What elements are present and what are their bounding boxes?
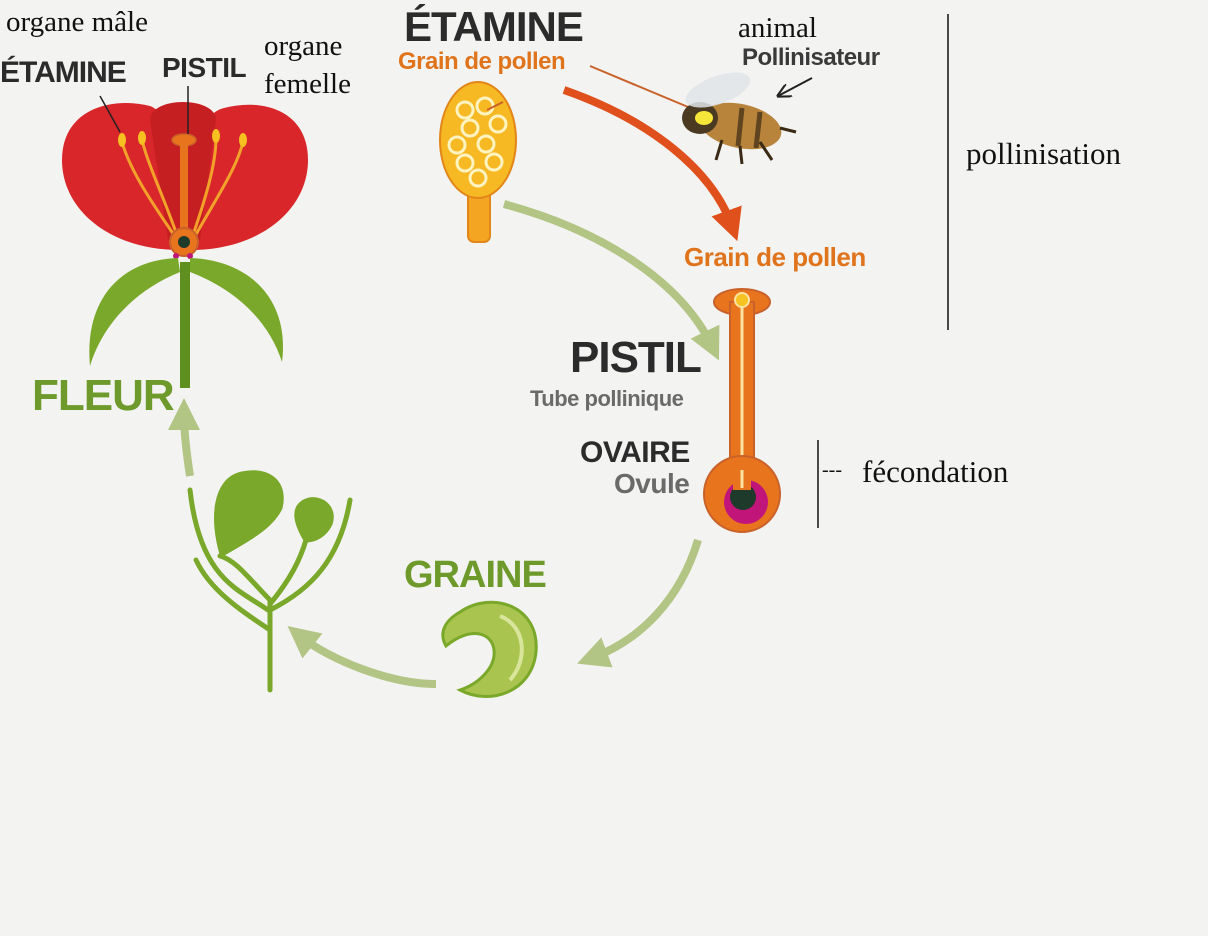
organe-male-label: organe mâle [6,6,148,38]
pollinisation-label: pollinisation [966,136,1121,171]
pistil-pollen-label: Grain de pollen [684,242,866,272]
pollen-leader-line [486,101,504,111]
pollinisateur-label: Pollinisateur [742,44,880,71]
cycle-arrow-icon [287,626,437,688]
fecondation-label: fécondation [862,454,1009,489]
seedling-icon [187,470,353,693]
organe-femelle-label-line2: femelle [264,68,351,100]
fecondation-dash: --- [822,459,842,481]
tube-pollinique-label: Tube pollinique [530,386,684,411]
bee-icon [682,72,797,165]
etamine-leader-line [99,95,121,133]
pistil-title: PISTIL [570,333,702,382]
organe-femelle-label-line1: organe [264,30,343,62]
stamen-icon [439,81,517,243]
cycle-arrow-icon [168,398,201,477]
ovaire-label: OVAIRE [580,436,690,469]
pistil-icon [703,288,781,533]
seed-icon [441,600,538,698]
animal-label: animal [738,12,817,44]
pollinator-arrow [778,77,813,96]
fleur-label: FLEUR [32,371,175,420]
cycle-arrow-icon [577,538,702,668]
ovule-label: Ovule [614,468,690,499]
graine-label: GRAINE [404,554,547,596]
cycle-arrow-icon [502,200,720,361]
flower-icon [62,102,308,388]
cycle-arrow-icon [562,86,742,242]
bee-pollen-leader-line [589,65,701,113]
etamine-title: ÉTAMINE [404,3,584,50]
stamen-pollen-label: Grain de pollen [398,48,566,75]
flower-etamine-label: ÉTAMINE [0,56,127,89]
flower-pistil-label: PISTIL [162,52,247,83]
